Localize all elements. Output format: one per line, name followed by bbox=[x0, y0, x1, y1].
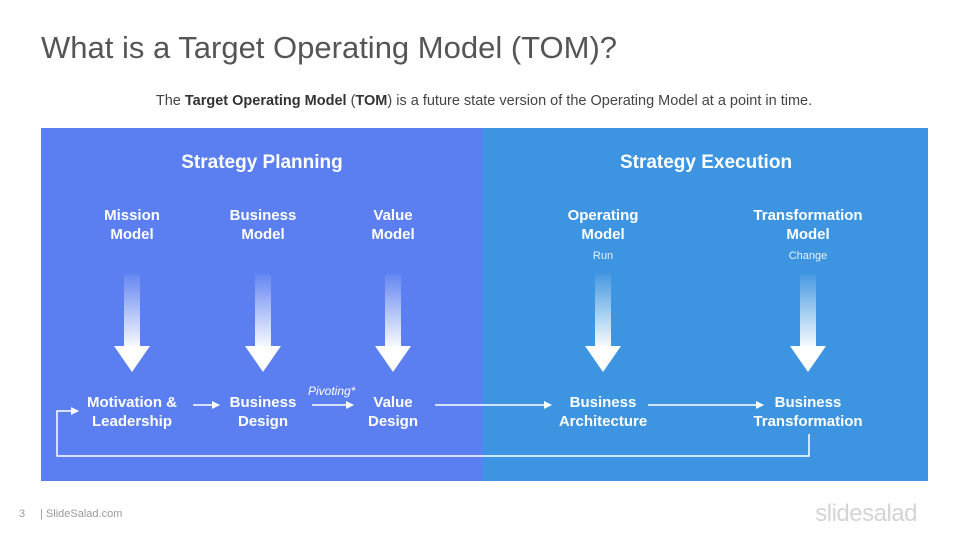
heading-line: Business bbox=[229, 207, 297, 224]
strategy-planning-title: Strategy Planning bbox=[181, 152, 343, 173]
transformation-model-heading: Transformation Model bbox=[733, 206, 883, 244]
down-arrow-icon bbox=[585, 274, 621, 374]
subtitle-bold-tom: Target Operating Model bbox=[184, 93, 347, 109]
label-line: Design bbox=[367, 413, 418, 430]
heading-line: Operating bbox=[567, 207, 639, 224]
label-line: Design bbox=[237, 413, 288, 430]
operating-model-heading: Operating Model bbox=[528, 206, 678, 244]
slide-title: What is a Target Operating Model (TOM)? bbox=[41, 30, 618, 65]
tom-diagram: Strategy Planning Strategy Execution Mis… bbox=[41, 128, 928, 481]
label-line: Business bbox=[229, 394, 297, 411]
heading-line: Model bbox=[110, 226, 154, 243]
heading-line: Model bbox=[241, 226, 285, 243]
pivoting-label: Pivoting* bbox=[308, 384, 356, 398]
heading-line: Model bbox=[786, 226, 830, 243]
label-line: Transformation bbox=[753, 413, 863, 430]
page-number: 3 bbox=[19, 508, 26, 520]
heading-line: Model bbox=[581, 226, 625, 243]
business-transformation-label: Business Transformation bbox=[733, 393, 883, 431]
subtitle-text-1: The bbox=[155, 93, 185, 109]
mission-model-heading: Mission Model bbox=[57, 206, 207, 244]
transformation-model-caption: Change bbox=[788, 250, 828, 262]
label-line: Motivation & bbox=[87, 394, 177, 411]
label-line: Leadership bbox=[91, 413, 173, 430]
heading-line: Transformation bbox=[753, 207, 863, 224]
heading-line: Value bbox=[373, 207, 413, 224]
footer-site-link[interactable]: | SlideSalad.com bbox=[40, 508, 123, 520]
label-line: Business bbox=[774, 394, 842, 411]
flow-connectors bbox=[56, 401, 810, 457]
strategy-execution-title: Strategy Execution bbox=[619, 152, 793, 173]
label-line: Architecture bbox=[558, 413, 648, 430]
brand-logo: slidesalad bbox=[815, 500, 917, 527]
motivation-leadership-label: Motivation & Leadership bbox=[57, 393, 207, 431]
business-model-heading: Business Model bbox=[188, 206, 338, 244]
value-design-label: Value Design bbox=[318, 393, 468, 431]
down-arrow-icon bbox=[790, 274, 826, 374]
heading-line: Mission bbox=[104, 207, 160, 224]
slide-subtitle: The Target Operating Model (TOM) is a fu… bbox=[0, 93, 960, 109]
label-line: Business bbox=[569, 394, 637, 411]
subtitle-bold-abbr: TOM bbox=[355, 93, 388, 109]
heading-line: Model bbox=[371, 226, 415, 243]
down-arrow-icon bbox=[114, 274, 150, 374]
feedback-loop-arrow bbox=[56, 407, 810, 457]
down-arrow-icon bbox=[245, 274, 281, 374]
label-line: Value bbox=[373, 394, 413, 411]
subtitle-text-3: ) is a future state version of the Opera… bbox=[387, 93, 813, 109]
business-design-label: Business Design bbox=[188, 393, 338, 431]
operating-model-caption: Run bbox=[592, 250, 614, 262]
subtitle-text-2: ( bbox=[346, 93, 356, 109]
down-arrow-icon bbox=[375, 274, 411, 374]
strategy-execution-panel bbox=[483, 128, 928, 481]
business-architecture-label: Business Architecture bbox=[528, 393, 678, 431]
value-model-heading: Value Model bbox=[318, 206, 468, 244]
